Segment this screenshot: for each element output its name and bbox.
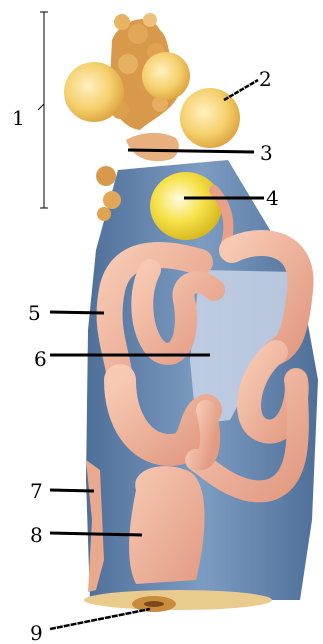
label-8: 8 (30, 523, 43, 547)
leader-9 (50, 609, 150, 629)
uterus (129, 466, 204, 584)
leader-7 (50, 490, 94, 491)
label-2: 2 (259, 67, 272, 91)
leader-8 (50, 533, 142, 535)
cloaca (84, 590, 272, 610)
label-7: 7 (30, 479, 43, 503)
label-4: 4 (266, 186, 279, 210)
label-9: 9 (30, 621, 43, 644)
label-5: 5 (28, 301, 41, 325)
label-3: 3 (260, 141, 273, 165)
infundibulum (126, 133, 179, 161)
leader-5 (50, 312, 104, 313)
label-6: 6 (34, 347, 47, 371)
leader-3 (128, 150, 254, 152)
yolk (150, 172, 222, 240)
label-1: 1 (12, 106, 25, 130)
